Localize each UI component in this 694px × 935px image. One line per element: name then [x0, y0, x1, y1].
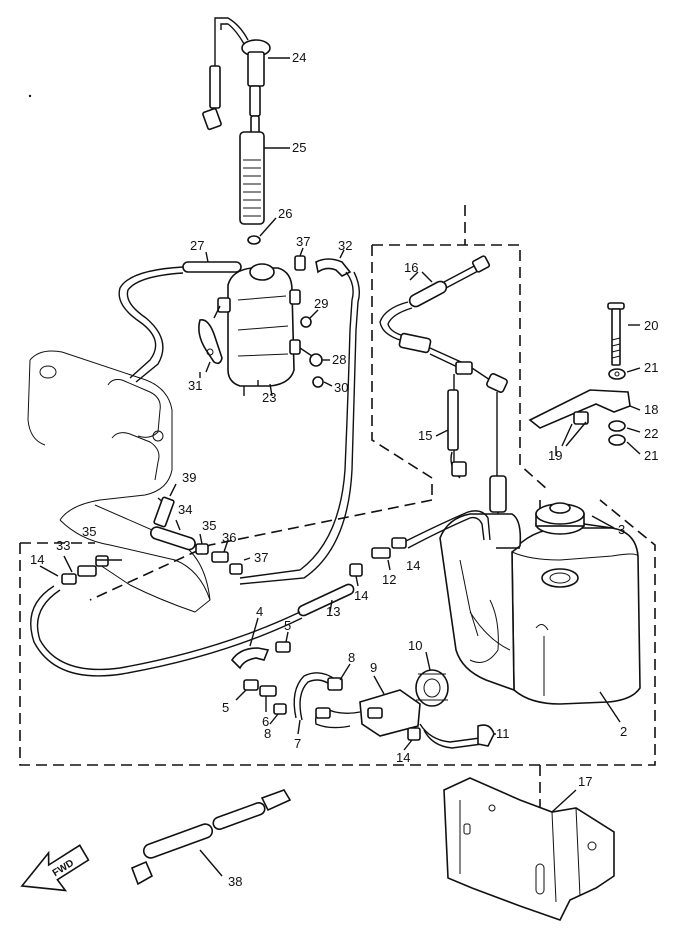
label-14-bottom: 14: [396, 750, 410, 765]
hose-32: [239, 249, 361, 585]
label-23: 23: [262, 390, 276, 405]
label-25: 25: [292, 140, 306, 155]
label-21-top: 21: [644, 360, 658, 375]
label-21-bottom: 21: [644, 448, 658, 463]
label-9: 9: [370, 660, 377, 675]
label-12: 12: [382, 572, 396, 587]
label-11: 11: [496, 726, 510, 741]
label-3: 3: [618, 522, 625, 537]
sub-oil-tank: [217, 263, 301, 397]
label-10: 10: [408, 638, 422, 653]
label-34: 34: [178, 502, 192, 517]
label-14-left: 14: [30, 552, 44, 567]
assembly-boundary-lines: [19, 205, 656, 838]
spare-hose-38: [130, 789, 292, 886]
label-5-bottom: 5: [222, 700, 229, 715]
label-39: 39: [182, 470, 196, 485]
label-17: 17: [578, 774, 592, 789]
label-15: 15: [418, 428, 432, 443]
filler-neck-tube: [239, 131, 290, 225]
label-8-bottom: 8: [264, 726, 271, 741]
label-31: 31: [188, 378, 202, 393]
stray-dot: [28, 94, 32, 98]
fittings-28-29-30: [299, 309, 333, 388]
left-fittings: [39, 555, 109, 585]
label-20: 20: [644, 318, 658, 333]
filler-cap-assembly: [202, 17, 290, 137]
oil-level-sensor-wiring: [379, 255, 509, 547]
part-number-labels: 24 25 26 27 37 32 29 28 30 31 23 16 15 2…: [30, 50, 658, 889]
label-30: 30: [334, 380, 348, 395]
bolt-and-washers: [607, 302, 641, 455]
label-28: 28: [332, 352, 346, 367]
label-36: 36: [222, 530, 236, 545]
label-8-top: 8: [348, 650, 355, 665]
label-38: 38: [228, 874, 242, 889]
main-oil-tank: [439, 513, 641, 723]
label-14-a: 14: [406, 558, 420, 573]
engine-block-outline: [27, 350, 211, 613]
label-19: 19: [548, 448, 562, 463]
label-16: 16: [404, 260, 418, 275]
label-7: 7: [294, 736, 301, 751]
label-29: 29: [314, 296, 328, 311]
label-35-right: 35: [202, 518, 216, 533]
oil-pump: [314, 651, 496, 751]
label-37-bottom: 37: [254, 550, 268, 565]
label-32: 32: [338, 238, 352, 253]
bracket-31: [198, 305, 223, 373]
leader-lines: [96, 271, 615, 561]
label-24: 24: [292, 50, 306, 65]
label-5-top: 5: [284, 618, 291, 633]
label-26: 26: [278, 206, 292, 221]
label-18: 18: [644, 402, 658, 417]
clip-37-top: [294, 247, 306, 271]
label-22: 22: [644, 426, 658, 441]
lower-hoses: [230, 617, 351, 735]
grommet-26: [247, 217, 277, 245]
tank-bracket-plate: [443, 777, 615, 921]
hose-lines-mid: [30, 510, 491, 677]
hose-27: [118, 251, 242, 383]
label-37-top: 37: [296, 234, 310, 249]
tank-cap: [535, 502, 613, 535]
engine-fittings: [149, 483, 251, 575]
label-35-left: 35: [82, 524, 96, 539]
label-6: 6: [262, 714, 269, 729]
label-33: 33: [56, 538, 70, 553]
tank-strap-bracket: [528, 389, 641, 447]
label-13: 13: [326, 604, 340, 619]
fwd-arrow-icon: FWD: [20, 844, 90, 892]
label-14-b: 14: [354, 588, 368, 603]
label-4: 4: [256, 604, 263, 619]
label-27: 27: [190, 238, 204, 253]
label-2: 2: [620, 724, 627, 739]
